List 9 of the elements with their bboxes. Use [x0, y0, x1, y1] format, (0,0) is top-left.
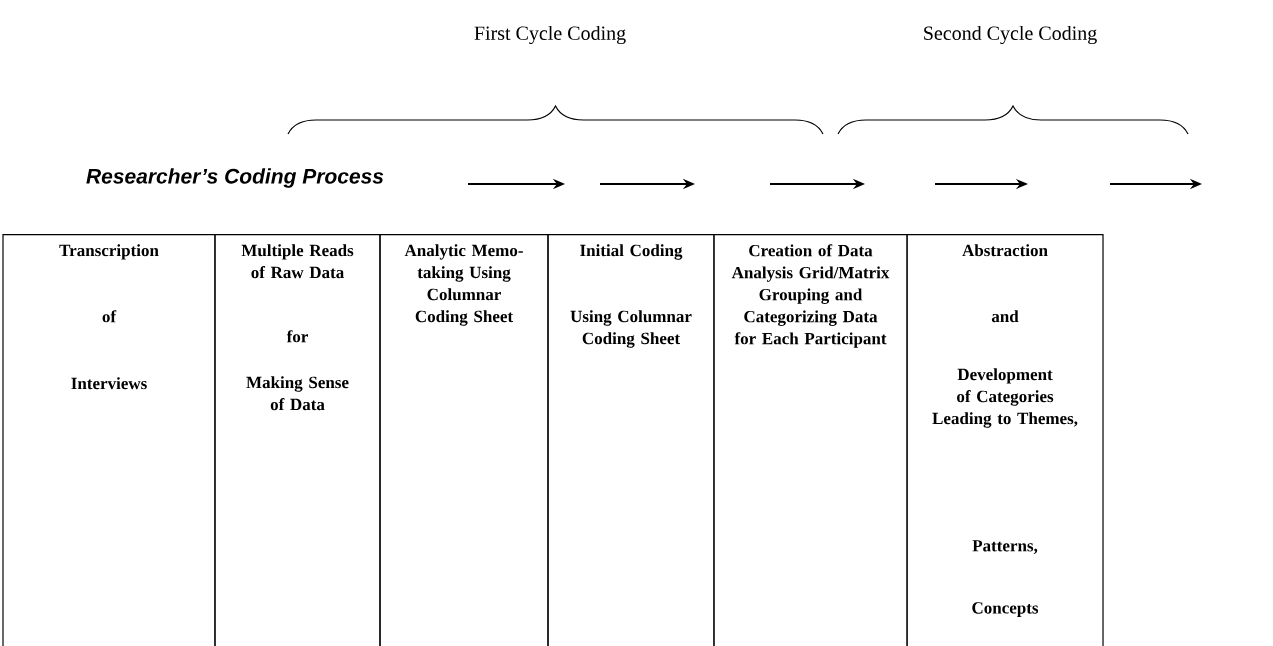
table-cell: Analytic Memo-taking Using Columnar Coding Sheet	[379, 234, 549, 646]
table-cell: Abstraction and Development of Categories Leading to Themes, Patterns, Concepts	[906, 234, 1104, 646]
process-title: Researcher’s Coding Process	[86, 168, 384, 188]
heading-text: Second Cycle Coding	[924, 25, 1097, 45]
table-cell: Multiple Reads of Raw Data for Making Sense of Data	[214, 234, 381, 646]
table-cell: Transcription of Interviews	[2, 234, 216, 646]
table-cell: Initial Coding Using Columnar Coding Sheet	[547, 234, 715, 646]
table-cell: Creation of Data Analysis Grid/Matrix Grouping and Categorizing Data for Each Participant	[713, 234, 908, 646]
heading-text: First Cycle Coding	[474, 25, 626, 45]
